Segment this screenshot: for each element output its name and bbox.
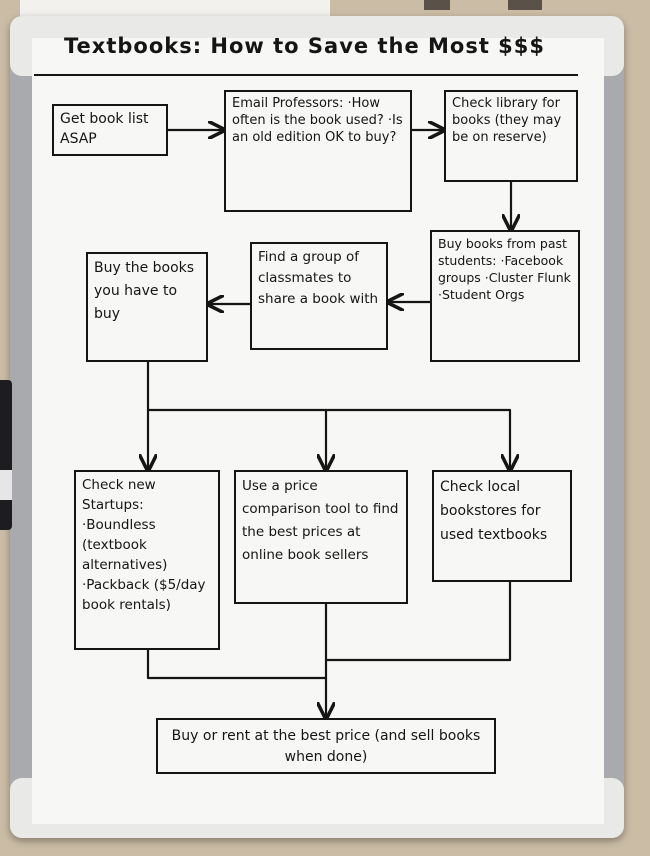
edge-buy_have_to-to-local_stores [326, 408, 510, 470]
wall-tab [424, 0, 450, 10]
wall-tab [508, 0, 542, 10]
whiteboard-surface [32, 38, 604, 824]
marker-label [0, 470, 12, 500]
node-buy-or-rent: Buy or rent at the best price (and sell … [156, 718, 496, 774]
diagram-title: Textbooks: How to Save the Most $$$ [64, 34, 546, 58]
edge-local_stores-to-final [326, 582, 512, 662]
edge-buy_have_to-to-price_tool [148, 408, 326, 470]
node-price-comparison-tool: Use a price comparison tool to find the … [234, 470, 408, 604]
node-buy-required-books: Buy the books you have to buy [86, 252, 208, 362]
node-check-library: Check library for books (they may be on … [444, 90, 578, 182]
node-check-startups: Check new Startups: ·Boundless (textbook… [74, 470, 220, 650]
title-underline [34, 74, 578, 76]
edge-startups-to-final [146, 650, 326, 680]
wall-paper-scrap [20, 0, 330, 18]
node-email-professors: Email Professors: ·How often is the book… [224, 90, 412, 212]
node-buy-from-past-students: Buy books from past students: ·Facebook … [430, 230, 580, 362]
node-check-local-bookstores: Check local bookstores for used textbook… [432, 470, 572, 582]
node-find-classmates: Find a group of classmates to share a bo… [250, 242, 388, 350]
node-get-book-list: Get book list ASAP [52, 104, 168, 156]
